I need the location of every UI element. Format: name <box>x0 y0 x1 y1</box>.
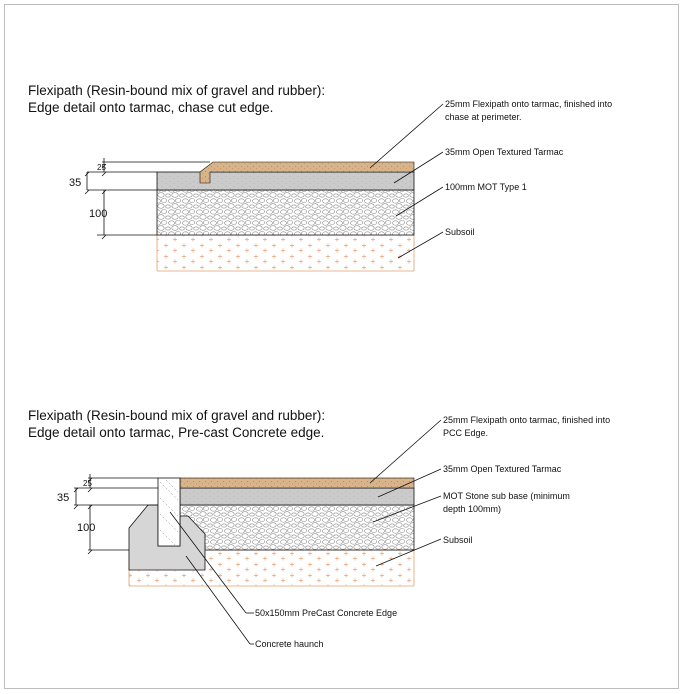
bottom-mot-layer <box>180 505 414 550</box>
bottom-dimensions: 25 35 100 <box>57 474 158 555</box>
bottom-label-flexipath-line1: 25mm Flexipath onto tarmac, finished int… <box>443 415 610 425</box>
top-dim-25: 25 <box>97 163 106 172</box>
detail-top-title-line2: Edge detail onto tarmac, chase cut edge. <box>28 100 273 115</box>
bottom-label-haunch: Concrete haunch <box>255 639 324 649</box>
detail-bottom-title-line1: Flexipath (Resin-bound mix of gravel and… <box>28 408 325 423</box>
top-label-flexipath-line2: chase at perimeter. <box>445 112 522 122</box>
bottom-dim-35: 35 <box>57 492 69 504</box>
detail-bottom-title-line2: Edge detail onto tarmac, Pre-cast Concre… <box>28 425 324 440</box>
top-dimensions: 25 35 100 <box>69 158 210 240</box>
top-tarmac-layer <box>157 172 414 190</box>
top-leaders <box>369 103 444 259</box>
top-mot-layer <box>157 190 414 235</box>
detail-top-title-line1: Flexipath (Resin-bound mix of gravel and… <box>28 83 325 98</box>
bottom-dim-100: 100 <box>77 522 95 534</box>
bottom-flexipath-layer <box>179 477 415 489</box>
bottom-label-tarmac: 35mm Open Textured Tarmac <box>443 464 562 474</box>
bottom-label-subsoil: Subsoil <box>443 535 473 545</box>
bottom-label-flexipath-line2: PCC Edge. <box>443 428 488 438</box>
bottom-label-mot-line2: depth 100mm) <box>443 504 501 514</box>
detail-top: Flexipath (Resin-bound mix of gravel and… <box>28 83 612 272</box>
detail-bottom: Flexipath (Resin-bound mix of gravel and… <box>28 408 610 649</box>
bottom-leaders <box>169 419 442 645</box>
precast-concrete-edge <box>157 477 181 547</box>
top-label-tarmac: 35mm Open Textured Tarmac <box>445 147 564 157</box>
bottom-label-edge: 50x150mm PreCast Concrete Edge <box>255 608 397 618</box>
top-label-mot: 100mm MOT Type 1 <box>445 182 527 192</box>
sheet-border <box>4 4 679 689</box>
top-label-flexipath-line1: 25mm Flexipath onto tarmac, finished int… <box>445 99 612 109</box>
top-dim-35: 35 <box>69 177 81 189</box>
bottom-label-mot-line1: MOT Stone sub base (minimum <box>443 491 570 501</box>
top-dim-100: 100 <box>89 208 107 220</box>
top-subsoil-layer <box>157 235 414 271</box>
bottom-tarmac-layer <box>180 488 414 505</box>
top-label-subsoil: Subsoil <box>445 227 475 237</box>
bottom-dim-25: 25 <box>83 479 92 488</box>
top-flexipath-layer <box>199 161 415 184</box>
